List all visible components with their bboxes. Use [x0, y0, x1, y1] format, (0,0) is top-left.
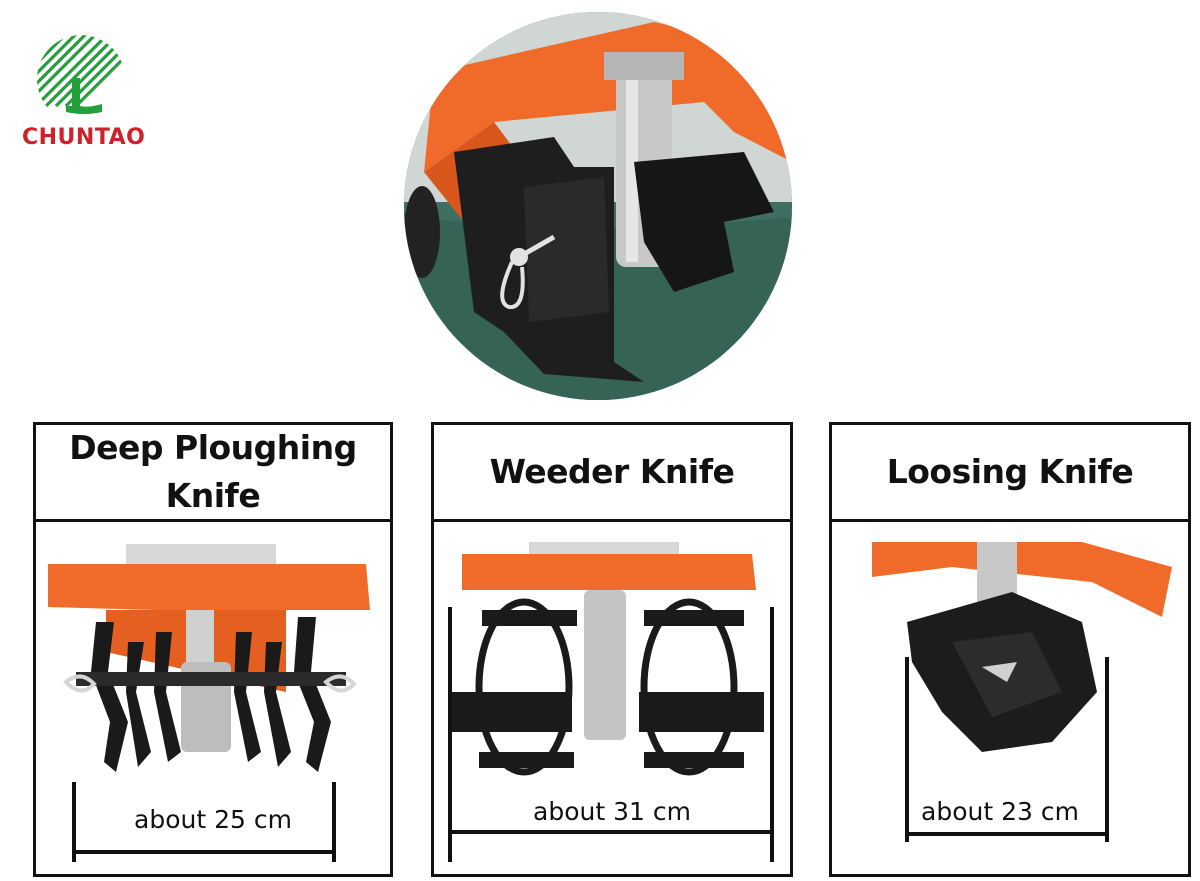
brand-logo: CHUNTAO [22, 30, 162, 155]
deep-ploughing-knife-image [48, 544, 370, 862]
card-title-line1: Deep Ploughing [69, 428, 357, 468]
card-header: Deep Ploughing Knife [36, 425, 390, 522]
card-loosing-knife: Loosing Knife about 23 cm [829, 422, 1191, 877]
card-image: about 25 cm [36, 522, 390, 874]
card-header: Loosing Knife [832, 425, 1188, 522]
card-header: Weeder Knife [434, 425, 790, 522]
weeder-knife-image [448, 542, 774, 862]
card-image: about 31 cm [434, 522, 790, 874]
hero-product-image [404, 12, 792, 400]
loosing-knife-image [872, 542, 1172, 842]
card-title: Weeder Knife [489, 452, 735, 492]
card-image: about 23 cm [832, 522, 1188, 874]
tree-stripes-icon [37, 35, 125, 114]
measure-label: about 23 cm [921, 797, 1079, 826]
tiller-blade-closeup [404, 12, 792, 400]
measure-label: about 31 cm [533, 797, 691, 826]
brand-name: CHUNTAO [22, 125, 146, 150]
card-weeder-knife: Weeder Knife about 31 cm [431, 422, 793, 877]
card-deep-ploughing-knife: Deep Ploughing Knife [33, 422, 393, 877]
card-title: Loosing Knife [886, 452, 1134, 492]
card-title: Deep Ploughing Knife [69, 424, 357, 520]
card-title-line2: Knife [165, 476, 261, 515]
measure-label: about 25 cm [134, 805, 292, 834]
